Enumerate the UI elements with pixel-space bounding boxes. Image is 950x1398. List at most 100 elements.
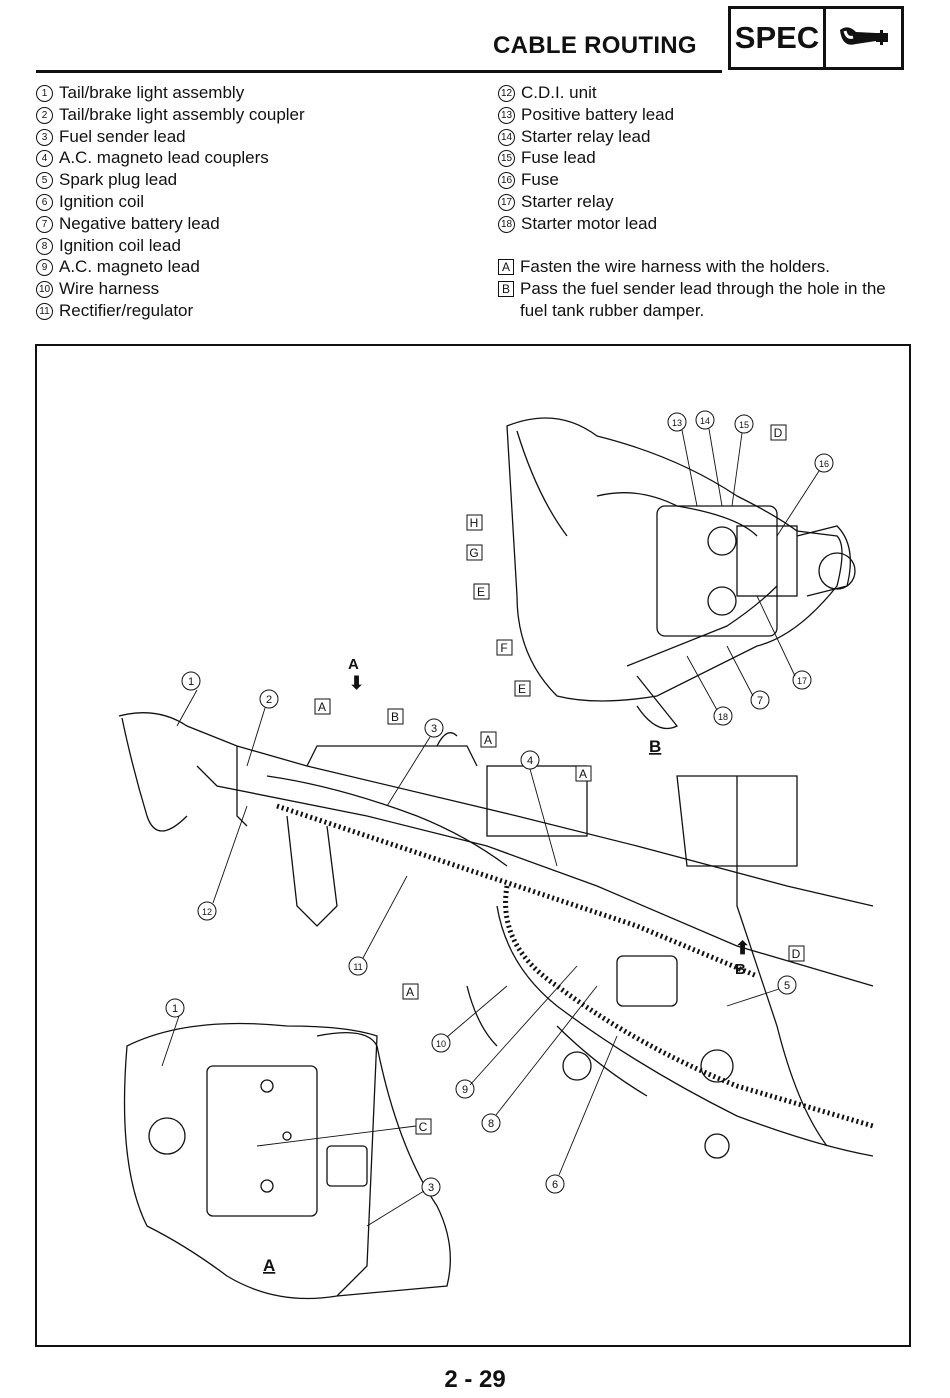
- svg-text:A: A: [406, 985, 414, 999]
- page-title: CABLE ROUTING: [493, 32, 697, 59]
- legend-text: Fuse: [521, 170, 559, 190]
- notes: A Fasten the wire harness with the holder…: [498, 256, 910, 321]
- svg-text:1: 1: [172, 1003, 178, 1015]
- svg-text:2: 2: [266, 694, 272, 706]
- wrench-icon: [826, 9, 901, 67]
- svg-text:7: 7: [757, 695, 763, 707]
- svg-text:B: B: [735, 961, 746, 978]
- callout-number: 14: [498, 128, 515, 146]
- legend-item: 16 Fuse: [498, 169, 674, 191]
- callout-number: 5: [36, 172, 53, 190]
- svg-text:14: 14: [700, 416, 710, 426]
- callout-number: 15: [498, 150, 515, 168]
- svg-text:17: 17: [797, 676, 807, 686]
- svg-text:16: 16: [819, 459, 829, 469]
- callout-number: 6: [36, 193, 53, 211]
- legend-item: 14 Starter relay lead: [498, 126, 674, 148]
- svg-text:A: A: [263, 1256, 275, 1275]
- callout-number: 11: [36, 302, 53, 320]
- legend-item: 10 Wire harness: [36, 278, 305, 300]
- legend-item: 3 Fuel sender lead: [36, 126, 305, 148]
- svg-text:H: H: [470, 516, 479, 530]
- callout-number: 18: [498, 215, 515, 233]
- svg-text:3: 3: [431, 723, 437, 735]
- legend-text: Pass the fuel sender lead through the ho…: [520, 278, 886, 320]
- svg-text:12: 12: [202, 907, 212, 917]
- svg-text:D: D: [774, 426, 783, 440]
- legend-text: Starter relay lead: [521, 126, 651, 146]
- svg-text:⬇: ⬇: [349, 673, 364, 693]
- legend-item: 11 Rectifier/regulator: [36, 300, 305, 322]
- svg-text:8: 8: [488, 1118, 494, 1130]
- callout-number: 4: [36, 150, 53, 168]
- svg-text:F: F: [500, 641, 507, 655]
- svg-text:A: A: [348, 656, 359, 673]
- svg-text:18: 18: [718, 712, 728, 722]
- legend-text: A.C. magneto lead couplers: [59, 148, 269, 168]
- page-number: 2 - 29: [444, 1366, 506, 1393]
- legend-text: Positive battery lead: [521, 104, 675, 124]
- legend-item: 4 A.C. magneto lead couplers: [36, 147, 305, 169]
- legend-text: Tail/brake light assembly coupler: [59, 104, 305, 124]
- note-key: A: [498, 259, 514, 275]
- svg-text:5: 5: [784, 980, 790, 992]
- legend-item: 2 Tail/brake light assembly coupler: [36, 104, 305, 126]
- spec-badge-label: SPEC: [731, 9, 826, 67]
- svg-text:G: G: [469, 546, 478, 560]
- note-key: B: [498, 280, 514, 297]
- callout-number: 8: [36, 237, 53, 255]
- legend-text: Wire harness: [59, 279, 160, 299]
- svg-text:E: E: [477, 585, 485, 599]
- callout-number: 3: [36, 128, 53, 146]
- svg-text:6: 6: [552, 1179, 558, 1191]
- svg-text:13: 13: [672, 418, 682, 428]
- svg-text:10: 10: [436, 1039, 446, 1049]
- svg-text:C: C: [419, 1120, 428, 1134]
- svg-text:15: 15: [739, 420, 749, 430]
- svg-text:3: 3: [428, 1182, 434, 1194]
- legend-text: Fuel sender lead: [59, 126, 186, 146]
- callout-number: 1: [36, 85, 53, 102]
- legend-text: Starter motor lead: [521, 213, 658, 233]
- legend-text: Rectifier/regulator: [59, 300, 194, 320]
- legend-item: 5 Spark plug lead: [36, 169, 305, 191]
- callout-number: 16: [498, 172, 515, 190]
- svg-text:B: B: [391, 710, 399, 724]
- svg-text:A: A: [318, 700, 326, 714]
- legend-text: Spark plug lead: [59, 170, 178, 190]
- legend-item: B Pass the fuel sender lead through the h…: [498, 278, 910, 322]
- title-rule: [36, 70, 722, 73]
- svg-text:A: A: [579, 767, 587, 781]
- callout-number: 2: [36, 106, 53, 124]
- svg-text:E: E: [518, 682, 526, 696]
- svg-text:D: D: [792, 947, 801, 961]
- legend-item: A Fasten the wire harness with the holder…: [498, 256, 910, 278]
- legend-text: Tail/brake light assembly: [59, 83, 245, 102]
- svg-text:A: A: [484, 733, 492, 747]
- svg-text:B: B: [649, 737, 661, 756]
- callout-number: 13: [498, 106, 515, 124]
- callout-number: 10: [36, 281, 53, 299]
- legend-item: 18 Starter motor lead: [498, 213, 674, 235]
- legend-item: 6 Ignition coil: [36, 191, 305, 213]
- callout-number: 12: [498, 85, 515, 102]
- legend-text: Ignition coil: [59, 191, 145, 211]
- callout-number: 17: [498, 193, 515, 211]
- svg-text:⬆: ⬆: [735, 938, 750, 958]
- legend-text: Starter relay: [521, 191, 614, 211]
- callout-number: 9: [36, 259, 53, 277]
- spec-badge: SPEC: [728, 6, 904, 70]
- legend-item: 1 Tail/brake light assembly: [36, 82, 305, 104]
- legend-text: Negative battery lead: [59, 213, 220, 233]
- svg-text:9: 9: [462, 1084, 468, 1096]
- legend-item: 13 Positive battery lead: [498, 104, 674, 126]
- legend-text: Fasten the wire harness with the holders…: [520, 257, 830, 276]
